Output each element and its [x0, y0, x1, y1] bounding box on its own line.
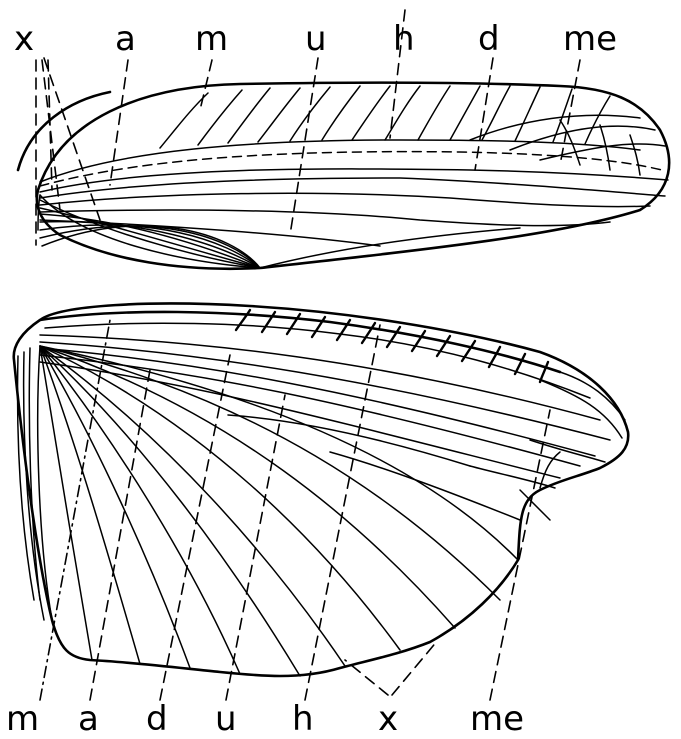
forewing — [18, 83, 669, 269]
label-top-u: u — [305, 19, 327, 59]
label-bottom-me: me — [470, 699, 524, 734]
label-bottom-m: m — [6, 699, 39, 734]
label-bottom-u: u — [215, 699, 237, 734]
label-top-d: d — [478, 19, 500, 59]
label-bottom-h: h — [292, 699, 314, 734]
top-labels: x a m u h d me — [14, 19, 617, 59]
label-bottom-x: x — [378, 699, 398, 734]
label-bottom-a: a — [78, 699, 99, 734]
label-top-m: m — [195, 19, 228, 59]
label-top-h: h — [393, 19, 415, 59]
label-bottom-d: d — [146, 699, 168, 734]
label-top-x: x — [14, 19, 34, 59]
label-top-me: me — [563, 19, 617, 59]
bottom-labels: m a d u h x me — [6, 699, 524, 734]
label-top-a: a — [115, 19, 136, 59]
